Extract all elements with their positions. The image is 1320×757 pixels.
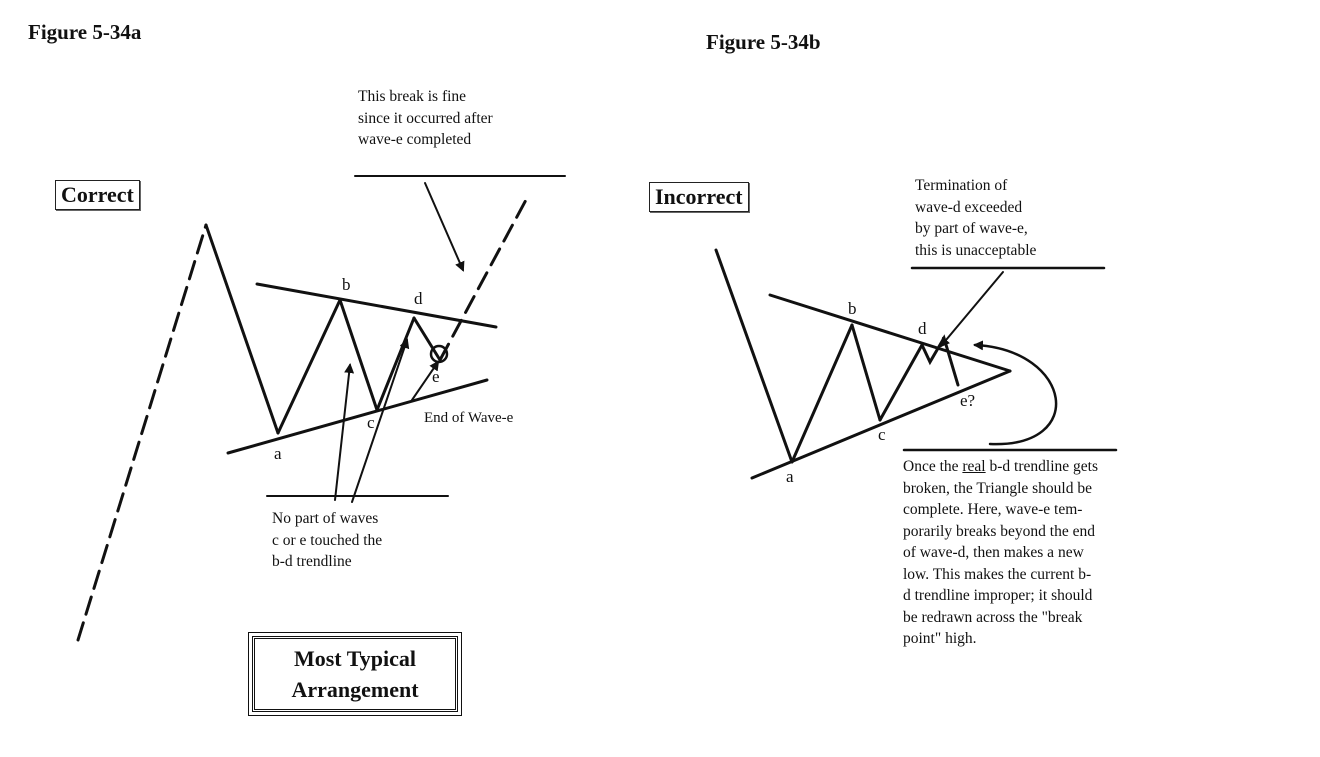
- figure-b-wave-into-a: [714, 248, 794, 464]
- figure-b-bottom-note-after: b-d trendline gets: [985, 458, 1098, 475]
- figure-b-arrow-termination: [939, 271, 1004, 348]
- figure-b-label-d: d: [918, 319, 927, 338]
- figure-b-bottom-note-lead: Once the: [903, 458, 963, 475]
- figure-a-wave-d-e: [412, 316, 442, 362]
- figure-a-trendline-ac: [226, 378, 489, 455]
- figure-a-top-note-line: wave-e completed: [358, 131, 472, 148]
- figure-a-trendline-bd: [255, 282, 498, 329]
- figure-a-arrow-e: [351, 338, 410, 503]
- figure-a-wave-b-c: [338, 298, 379, 412]
- figure-b-wave-b-c: [850, 323, 882, 422]
- figure-b-top-note-line: Termination of: [915, 177, 1008, 194]
- figure-a-arrow-end-e: [411, 360, 440, 401]
- figure-b-drawing: [714, 248, 1118, 480]
- figure-b-bottom-note-line: porarily breaks beyond the end: [903, 522, 1095, 540]
- figure-a-drawing: [76, 175, 566, 642]
- figure-b-label-c: c: [878, 425, 886, 444]
- figure-a-dashed-leadin: [76, 223, 208, 642]
- figure-b-bottom-note-first-line: Once the real b-d trendline gets: [903, 456, 1116, 478]
- figure-b-incorrect-tag: Incorrect: [649, 182, 749, 212]
- figure-a-wave-a-b: [276, 298, 342, 435]
- figure-a-correct-tag: Correct: [55, 180, 140, 210]
- figure-b-bottom-note-line: complete. Here, wave-e tem-: [903, 501, 1083, 518]
- figure-a-title: Figure 5-34a: [28, 20, 142, 44]
- figure-a-bottom-note-line: b-d trendline: [272, 553, 352, 570]
- figure-a-top-note: This break is fine since it occurred aft…: [358, 86, 563, 151]
- figure-b-top-note-line: this is unacceptable: [915, 241, 1037, 259]
- figure-a-bottom-note-line: c or e touched the: [272, 531, 383, 549]
- figure-a-dashed-breakout: [438, 196, 529, 362]
- figure-b-bottom-note-line: point" high.: [903, 630, 977, 647]
- figure-a-end-of-wave-e: End of Wave-e: [424, 410, 514, 426]
- figure-b-trendline-ac: [750, 369, 1012, 480]
- figure-b-wave-c-d: [878, 343, 924, 422]
- figure-b-wave-a-b: [790, 323, 854, 464]
- figure-b-bottom-note-line: broken, the Triangle should be: [903, 479, 1092, 497]
- figure-a-top-note-line: since it occurred after: [358, 109, 493, 127]
- figure-a-label-e: e: [432, 367, 440, 386]
- figure-b-bottom-note-line: d trendline improper; it should: [903, 587, 1093, 604]
- figure-b-title: Figure 5-34b: [706, 30, 821, 54]
- figure-a-wave-into-a: [204, 223, 280, 435]
- figure-b-curved-arrow: [973, 340, 1058, 446]
- figure-b-label-a: a: [786, 467, 794, 486]
- figure-b-bottom-note-line: be redrawn across the "break: [903, 608, 1083, 626]
- figure-b-bottom-note-line: low. This makes the current b-: [903, 565, 1092, 583]
- figure-a-arrow-to-break: [424, 182, 465, 272]
- figure-a-label-c: c: [367, 413, 375, 432]
- figure-b-label-b: b: [848, 299, 857, 318]
- figure-b-trendline-bd: [768, 293, 1012, 373]
- figure-b-bottom-note-line: of wave-d, then makes a new: [903, 544, 1084, 561]
- figure-a-wave-c-d: [375, 316, 416, 412]
- figure-a-label-b: b: [342, 275, 351, 294]
- figure-a-arrow-c: [334, 363, 355, 501]
- figure-b-wave-d-e: [920, 334, 960, 387]
- figure-b-label-e: e?: [960, 391, 976, 410]
- figure-b-top-note-line: wave-d exceeded: [915, 198, 1023, 216]
- figure-a-bottom-note: No part of waves c or e touched the b-d …: [272, 508, 462, 573]
- most-typical-arrangement-box: Most Typical Arrangement: [248, 632, 462, 716]
- figure-a-top-note-line: This break is fine: [358, 88, 467, 105]
- figure-a-bottom-note-line: No part of waves: [272, 510, 379, 527]
- figure-b-top-note-line: by part of wave-e,: [915, 220, 1028, 237]
- most-typical-line: Most Typical: [293, 646, 417, 671]
- figure-b-top-note: Termination of wave-d exceeded by part o…: [915, 175, 1103, 261]
- figure-b-bottom-note-emphasis: real: [962, 458, 986, 475]
- figure-b-bottom-note: Once the real b-d trendline gets broken,…: [903, 456, 1116, 650]
- most-typical-line: Arrangement: [291, 677, 419, 702]
- figure-a-label-a: a: [274, 444, 282, 463]
- figure-a-label-d: d: [414, 289, 423, 308]
